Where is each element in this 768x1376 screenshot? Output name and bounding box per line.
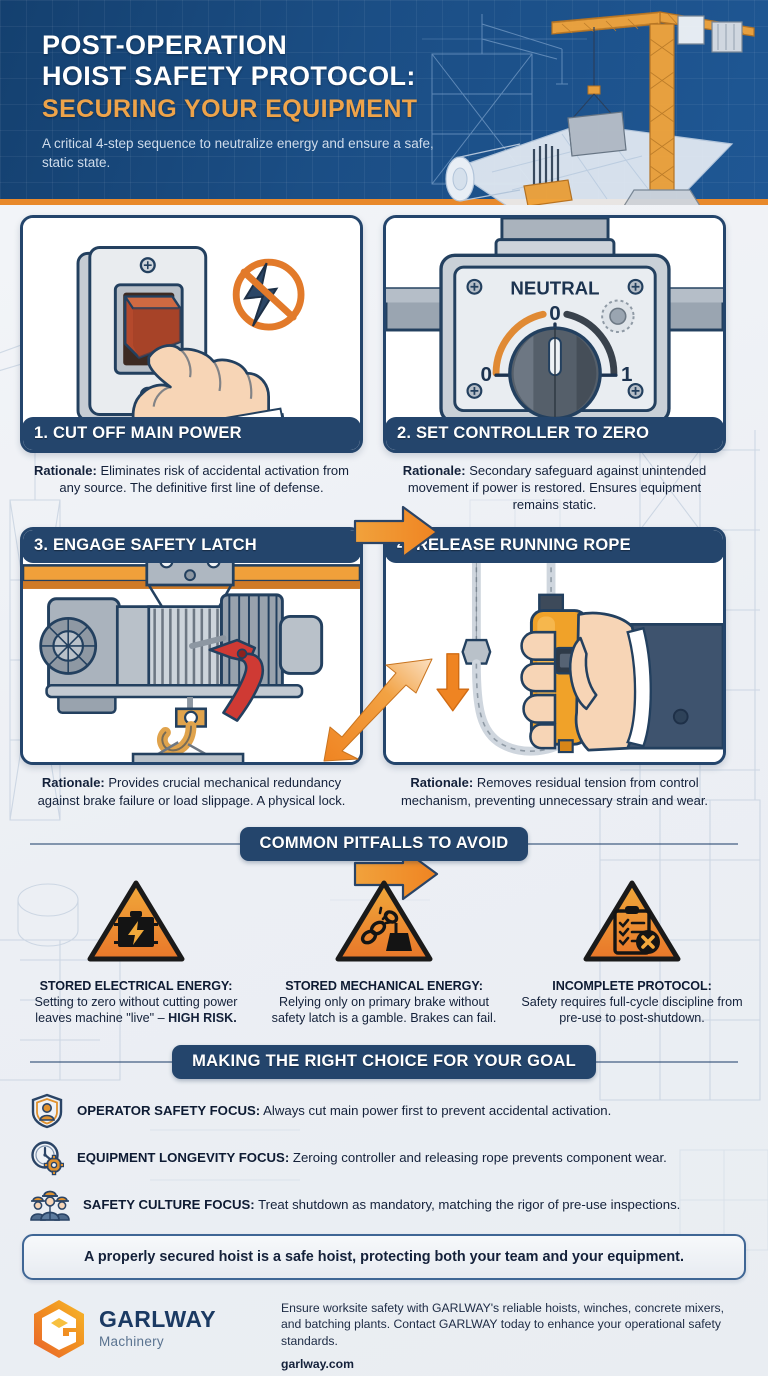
goals-list: OPERATOR SAFETY FOCUS: Always cut main p… [0, 1079, 768, 1223]
step-4-rationale-text: Removes residual tension from control me… [400, 775, 709, 808]
brand-subtitle: Machinery [99, 1334, 164, 1349]
goal-item-2: EQUIPMENT LONGEVITY FOCUS: Zeroing contr… [30, 1140, 738, 1176]
step-3-card: 3. ENGAGE SAFETY LATCH [20, 527, 363, 766]
goal-3-text: SAFETY CULTURE FOCUS: Treat shutdown as … [83, 1196, 680, 1213]
pitfall-3-body: Safety requires full-cycle discipline fr… [521, 994, 743, 1026]
electric-hoist-winch-icon [23, 530, 360, 763]
step-4-rationale-label: Rationale: [410, 775, 474, 791]
step-4-label: 4. RELEASE RUNNING ROPE [386, 530, 723, 564]
header-title-line-1: POST-OPERATION [42, 30, 288, 60]
clock-gear-icon [31, 1140, 64, 1175]
pitfall-1-emphasis: HIGH RISK. [168, 1011, 237, 1026]
goal-item-1: OPERATOR SAFETY FOCUS: Always cut main p… [30, 1093, 738, 1129]
step-3-label: 3. ENGAGE SAFETY LATCH [23, 530, 360, 564]
step-4-card: 4. RELEASE RUNNING ROPE [383, 527, 726, 766]
pitfall-item-1: STORED ELECTRICAL ENERGY: Setting to zer… [16, 879, 256, 1027]
pitfalls-list: STORED ELECTRICAL ENERGY: Setting to zer… [0, 861, 768, 1027]
pitfalls-heading: COMMON PITFALLS TO AVOID [239, 826, 529, 861]
step-2-rationale-label: Rationale: [402, 463, 466, 478]
steps-section: 1. CUT OFF MAIN POWER Rationale: Elimina… [0, 205, 768, 901]
warning-battery-icon [87, 880, 185, 962]
step-2-rationale: Rationale: Secondary safeguard against u… [389, 462, 720, 513]
goal-3-label: SAFETY CULTURE FOCUS: [83, 1196, 255, 1212]
garlway-g-hexagon-logo [34, 1299, 84, 1358]
header-accent-bar [0, 199, 768, 205]
goal-item-3: SAFETY CULTURE FOCUS: Treat shutdown as … [30, 1187, 738, 1223]
pitfall-3-title: INCOMPLETE PROTOCOL: [552, 978, 712, 993]
warning-checklist-x-icon [583, 880, 681, 962]
worker-team-icon [30, 1190, 70, 1221]
dial-top-label: NEUTRAL [510, 278, 599, 299]
tower-crane-illustration [422, 11, 755, 205]
pitfall-item-2: STORED MECHANICAL ENERGY: Relying only o… [264, 879, 504, 1027]
steps-row-2: 3. ENGAGE SAFETY LATCH Rationale: Provid… [20, 527, 748, 808]
pitfall-2-title: STORED MECHANICAL ENERGY: [285, 978, 483, 993]
step-1-label: 1. CUT OFF MAIN POWER [23, 417, 360, 450]
footer-description: Ensure worksite safety with GARLWAY's re… [281, 1300, 725, 1349]
goal-1-body: Always cut main power first to prevent a… [260, 1102, 612, 1118]
step-3-rationale-text: Provides crucial mechanical redundancy a… [37, 775, 346, 808]
goal-1-text: OPERATOR SAFETY FOCUS: Always cut main p… [77, 1102, 611, 1119]
pitfall-1-text: Setting to zero without cutting power le… [34, 994, 238, 1026]
brand-name: GARLWAY [99, 1306, 216, 1332]
step-card-3: 3. ENGAGE SAFETY LATCH Rationale: Provid… [20, 527, 363, 808]
goal-2-label: EQUIPMENT LONGEVITY FOCUS: [77, 1149, 290, 1165]
goal-3-body: Treat shutdown as mandatory, matching th… [254, 1196, 681, 1212]
step-1-rationale: Rationale: Eliminates risk of accidental… [26, 462, 357, 496]
pitfalls-section-header: COMMON PITFALLS TO AVOID [0, 826, 768, 861]
arrow-step2-to-step3-icon [323, 658, 433, 762]
step-2-label: 2. SET CONTROLLER TO ZERO [386, 417, 723, 450]
callout-banner: A properly secured hoist is a safe hoist… [22, 1233, 746, 1280]
header-title-line-3: SECURING YOUR EQUIPMENT [42, 94, 418, 123]
goal-2-text: EQUIPMENT LONGEVITY FOCUS: Zeroing contr… [77, 1149, 667, 1166]
goal-2-body: Zeroing controller and releasing rope pr… [289, 1149, 667, 1165]
step-1-rationale-text: Eliminates risk of accidental activation… [59, 463, 349, 496]
pitfall-item-3: INCOMPLETE PROTOCOL: Safety requires ful… [512, 879, 752, 1027]
step-3-rationale-label: Rationale: [41, 775, 105, 791]
footer-website-link[interactable]: garlway.com [281, 1356, 354, 1371]
pitfall-2-body: Relying only on primary brake without sa… [271, 994, 497, 1026]
controller-dial-icon: NEUTRAL 0 0 1 [386, 218, 723, 450]
footer: GARLWAY Machinery Ensure worksite safety… [0, 1280, 768, 1371]
header-title-line-2: HOIST SAFETY PROTOCOL: [42, 61, 416, 92]
brand-logo-block[interactable]: GARLWAY Machinery [30, 1298, 265, 1360]
pitfall-1-body: Setting to zero without cutting power le… [16, 994, 256, 1027]
step-1-card: 1. CUT OFF MAIN POWER [20, 215, 363, 453]
shield-person-icon [31, 1093, 63, 1128]
goals-heading: MAKING THE RIGHT CHOICE FOR YOUR GOAL [172, 1044, 596, 1079]
step-1-rationale-label: Rationale: [33, 463, 97, 478]
pendant-control-hand-icon [386, 530, 723, 763]
step-card-4: 4. RELEASE RUNNING ROPE Rationale: Remov… [383, 527, 726, 808]
step-card-1: 1. CUT OFF MAIN POWER Rationale: Elimina… [20, 215, 363, 513]
step-4-rationale: Rationale: Removes residual tension from… [389, 774, 720, 808]
step-card-2: NEUTRAL 0 0 1 [383, 215, 726, 513]
steps-row-1: 1. CUT OFF MAIN POWER Rationale: Elimina… [20, 215, 748, 513]
dial-center-mark: 0 [549, 302, 560, 325]
warning-broken-chain-weight-icon [335, 880, 433, 962]
dial-left-mark: 0 [480, 363, 491, 386]
header-subtitle: A critical 4-step sequence to neutralize… [42, 135, 434, 171]
dial-right-mark: 1 [621, 363, 632, 386]
step-2-card: NEUTRAL 0 0 1 [383, 215, 726, 453]
goal-1-label: OPERATOR SAFETY FOCUS: [77, 1102, 261, 1118]
arrow-step1-to-step2-icon [353, 505, 439, 559]
goals-section-header: MAKING THE RIGHT CHOICE FOR YOUR GOAL [0, 1044, 768, 1079]
header-banner: POST-OPERATION HOIST SAFETY PROTOCOL: SE… [0, 0, 768, 205]
pitfall-1-title: STORED ELECTRICAL ENERGY: [39, 978, 233, 993]
step-2-rationale-text: Secondary safeguard against unintended m… [407, 463, 707, 513]
step-3-rationale: Rationale: Provides crucial mechanical r… [26, 774, 357, 808]
